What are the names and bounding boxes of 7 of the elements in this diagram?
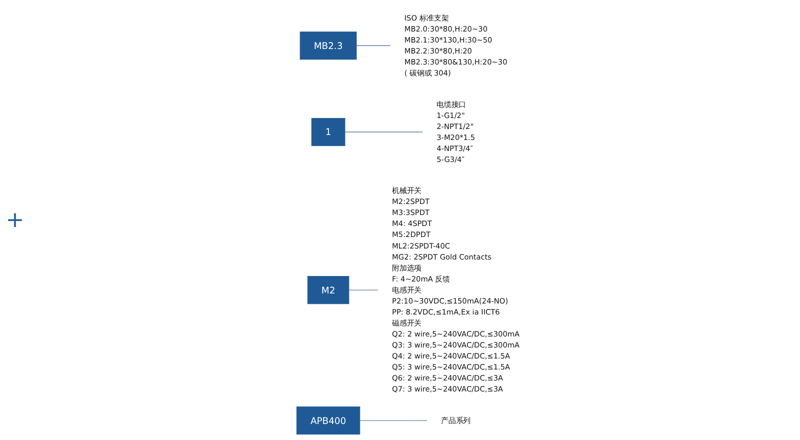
node-box: APB400: [296, 406, 360, 435]
node-box: M2: [307, 276, 350, 304]
node-box: 1: [311, 118, 346, 146]
plus-sign: +: [4, 208, 26, 232]
connector: [356, 45, 391, 46]
connector: [360, 420, 428, 421]
node-box: MB2.3: [300, 32, 357, 60]
